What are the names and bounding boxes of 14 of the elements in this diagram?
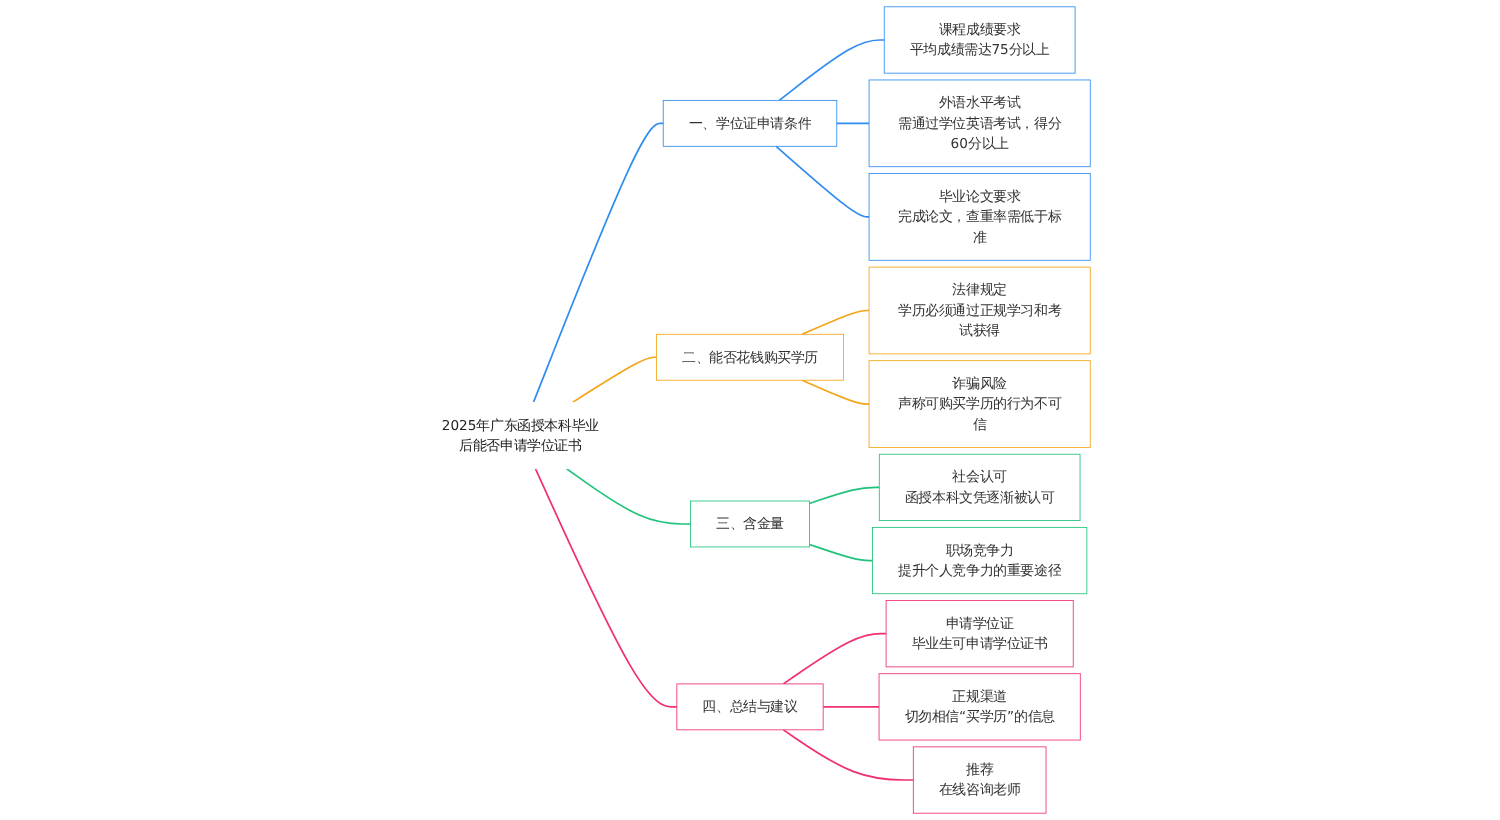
connector — [565, 467, 692, 525]
connector — [808, 543, 874, 562]
connector — [782, 632, 887, 685]
connector — [782, 729, 915, 781]
connector — [534, 467, 678, 708]
connector — [801, 309, 870, 336]
connector — [801, 379, 870, 405]
connector — [532, 122, 665, 404]
connector — [571, 356, 658, 404]
connector — [835, 122, 870, 125]
connector — [808, 486, 881, 505]
connector — [775, 145, 870, 218]
connector — [778, 39, 886, 102]
connector — [822, 706, 880, 708]
